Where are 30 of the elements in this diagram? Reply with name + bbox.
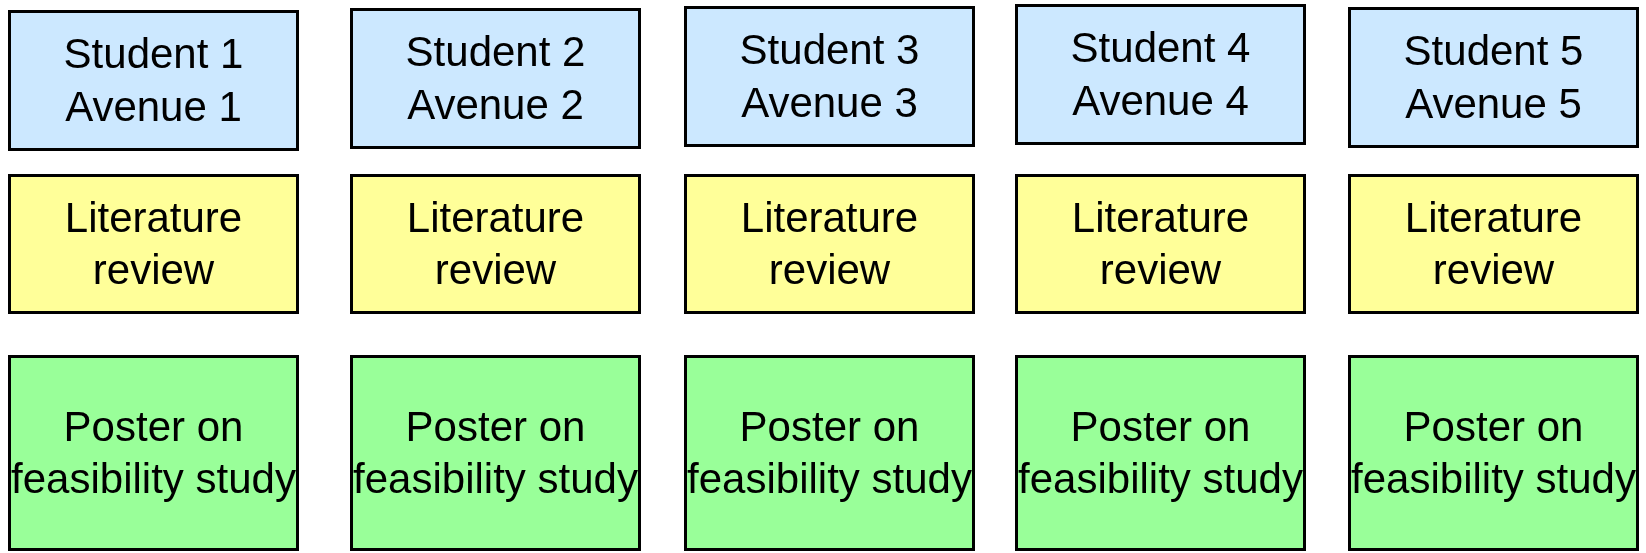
student-box	[350, 8, 641, 149]
student-box	[8, 10, 299, 151]
poster-box	[684, 355, 975, 551]
node-text: Poster on feasibility study	[1351, 401, 1636, 504]
node-text: Literature review	[63, 192, 244, 295]
node-text: Student 3 Avenue 3	[738, 25, 921, 128]
node-text: Literature review	[405, 192, 586, 295]
poster-box	[1348, 355, 1639, 551]
topic-box	[8, 174, 299, 314]
node-text: Literature review	[1403, 192, 1584, 295]
node-text: Literature review	[1070, 192, 1251, 295]
poster-box	[1015, 355, 1306, 551]
topic-box	[684, 174, 975, 314]
node-text: Student 4 Avenue 4	[1069, 23, 1252, 126]
node-text: Student 5 Avenue 5	[1402, 26, 1585, 129]
topic-box	[1015, 174, 1306, 314]
topic-box	[1348, 174, 1639, 314]
poster-box	[8, 355, 299, 551]
student-box	[1015, 4, 1306, 145]
student-box	[1348, 7, 1639, 148]
node-text: Poster on feasibility study	[1018, 401, 1303, 504]
topic-box	[350, 174, 641, 314]
node-text: Poster on feasibility study	[687, 401, 972, 504]
student-box	[684, 6, 975, 147]
node-text: Literature review	[739, 192, 920, 295]
node-text: Student 1 Avenue 1	[62, 29, 245, 132]
poster-box	[350, 355, 641, 551]
node-text: Poster on feasibility study	[353, 401, 638, 504]
node-text: Student 2 Avenue 2	[404, 27, 587, 130]
node-text: Poster on feasibility study	[11, 401, 296, 504]
